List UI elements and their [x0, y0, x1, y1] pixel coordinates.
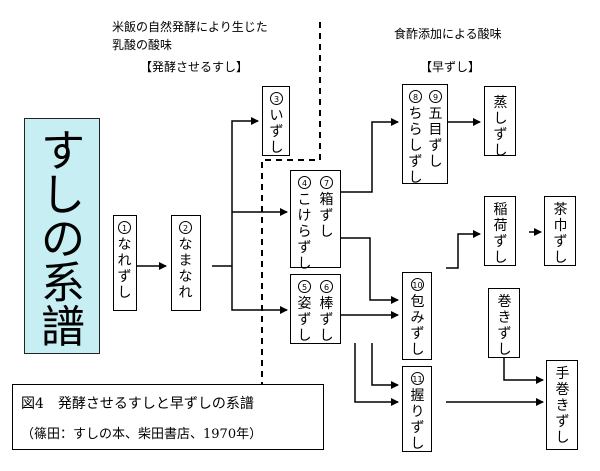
header-vinegar-line1: 食酢添加による酸味 — [394, 27, 502, 41]
node-mushizushi: 蒸しずし — [484, 86, 516, 159]
header-vinegar-category: 【早ずし】 — [420, 60, 481, 74]
title-char: す — [41, 126, 85, 177]
arrow-to-nigirizushi-2 — [371, 343, 399, 389]
arrow-to-chirashizushi — [341, 118, 399, 193]
header-fermented-line1: 米飯の自然発酵により生じた — [112, 20, 268, 34]
node-sugatazushi-bouzushi: 5 姿ずし 6 棒ずし — [290, 274, 341, 344]
node-number: 11 — [411, 372, 424, 385]
node-chirashizushi-gomokuzushi: 8 ちらしずし 9 五目ずし — [402, 84, 448, 186]
title-char: 譜 — [41, 302, 85, 353]
node-izushi: 3 いずし — [262, 86, 290, 156]
node-tsutsumizushi: 10 包みずし — [402, 272, 432, 360]
arrow-to-sugatazushi — [231, 266, 288, 314]
arrow-to-nigirizushi — [354, 343, 399, 406]
node-number: 9 — [429, 90, 442, 103]
node-makizushi: 巻きずし — [488, 288, 520, 358]
title-char: 系 — [41, 258, 85, 309]
node-number: 4 — [298, 176, 311, 189]
node-number: 3 — [270, 92, 283, 105]
arrow-to-izushi — [231, 117, 259, 266]
node-number: 10 — [411, 278, 424, 291]
node-nigirizushi: 11 握りずし — [402, 366, 432, 452]
node-number: 2 — [179, 221, 192, 234]
node-label: な — [117, 237, 132, 253]
node-namanare: 2 なまなれ — [171, 215, 201, 311]
node-number: 7 — [320, 176, 333, 189]
arrow-to-inarizushi — [446, 230, 481, 269]
caption-source: （篠田：すしの本、柴田書店、1970年） — [21, 427, 263, 442]
title-char: し — [41, 170, 85, 221]
arrow-to-temakizushi — [503, 356, 544, 384]
node-number: 1 — [118, 221, 131, 234]
node-kokerazushi-hakozushi: 4 こけらずし 7 箱ずし — [290, 170, 341, 272]
caption-title: 図4 発酵させるすしと早ずしの系譜 — [21, 396, 254, 412]
arrow-hako-to-tsutsumi — [341, 237, 399, 304]
node-inarizushi: 稲荷ずし — [484, 196, 516, 266]
node-number: 8 — [409, 90, 422, 103]
node-number: 6 — [320, 280, 333, 293]
title-char: の — [41, 214, 85, 265]
node-chakinzushi: 茶巾ずし — [544, 196, 576, 266]
node-temakizushi: 手巻きずし — [546, 360, 578, 450]
header-fermented-category: 【発酵させるすし】 — [140, 60, 249, 74]
node-number: 5 — [298, 280, 311, 293]
header-fermented-line2: 乳酸の酸味 — [112, 38, 173, 52]
era-divider — [261, 22, 321, 392]
diagram-title-panel: す し の 系 譜 — [24, 118, 100, 354]
figure-caption: 図4 発酵させるすしと早ずしの系譜 （篠田：すしの本、柴田書店、1970年） — [12, 384, 324, 450]
node-narezushi: 1 なれずし — [113, 215, 137, 311]
